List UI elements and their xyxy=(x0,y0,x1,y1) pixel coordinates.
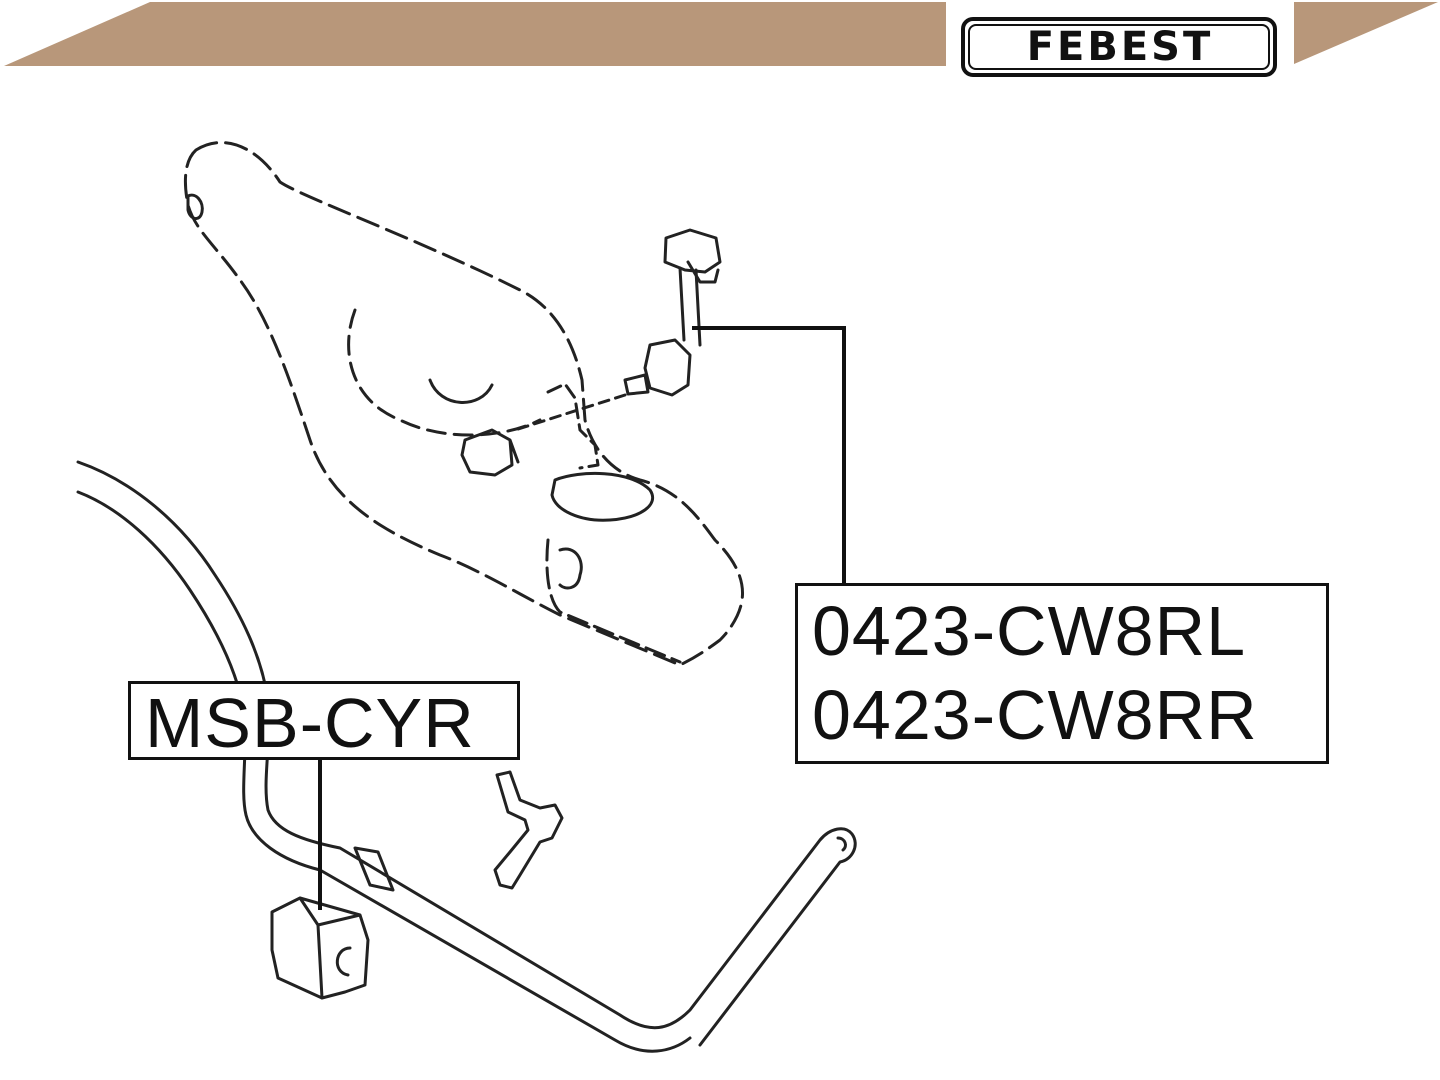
link-nut xyxy=(460,428,520,477)
knuckle-bracket xyxy=(558,547,583,590)
leader-link xyxy=(692,326,846,584)
bar-end-eye xyxy=(836,836,847,852)
link-bottom-joint xyxy=(643,338,692,397)
arm-inner-curve xyxy=(347,308,542,437)
knuckle-body xyxy=(545,538,682,664)
lower-arm-outline xyxy=(183,141,745,667)
arm-oval xyxy=(428,378,494,404)
bar-collar xyxy=(353,846,395,892)
febest-logo-text: FEBEST xyxy=(1026,24,1214,70)
arm-hole xyxy=(186,193,204,220)
link-rod xyxy=(678,266,702,347)
febest-logo-inner xyxy=(968,24,1270,70)
part-number-rl: 0423-CW8RL xyxy=(812,592,1247,670)
part-number-rr: 0423-CW8RR xyxy=(812,676,1258,754)
link-top-joint xyxy=(663,228,722,284)
stabilizer-bar-outer xyxy=(76,460,857,1047)
bushing-slot xyxy=(335,946,352,977)
part-label-bushing: MSB-CYR xyxy=(128,681,520,760)
febest-logo-icon xyxy=(961,17,1277,77)
header-band-right xyxy=(1294,2,1438,64)
stabilizer-bar-inner xyxy=(76,490,692,1053)
arm-bracket xyxy=(546,382,600,470)
part-label-link: 0423-CW8RL 0423-CW8RR xyxy=(795,583,1329,764)
bar-bracket xyxy=(493,770,564,890)
stabilizer-bushing xyxy=(270,896,370,1000)
knuckle-top xyxy=(550,472,654,522)
link-stud xyxy=(623,373,650,396)
header-band-left xyxy=(4,2,946,66)
link-dashed-axis xyxy=(513,393,627,432)
